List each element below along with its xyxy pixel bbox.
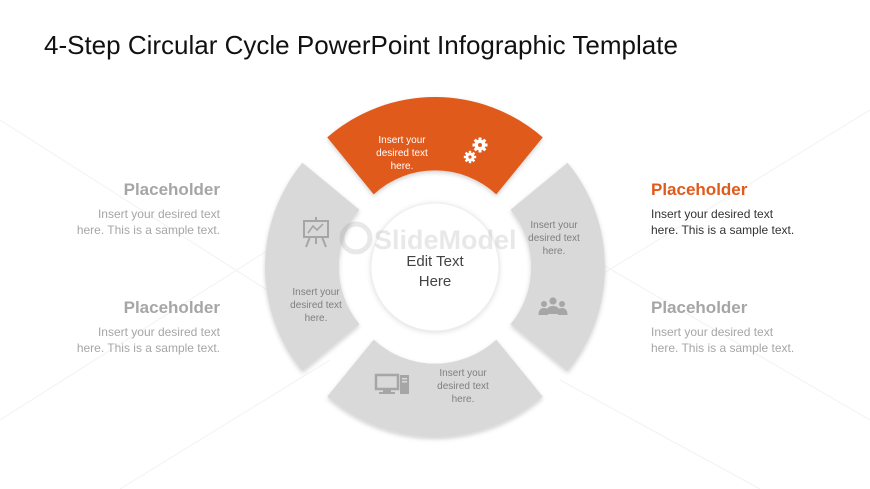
svg-text:here.: here. [391, 161, 414, 172]
placeholder-body: Insert your desired text here. This is a… [651, 324, 870, 356]
placeholder-body-line: Insert your desired text [651, 325, 774, 339]
center-circle[interactable] [371, 203, 499, 331]
team-icon [538, 297, 568, 315]
watermark: SlideModel [339, 221, 517, 255]
placeholder-body-line: Insert your desired text [97, 325, 220, 339]
svg-text:desired text: desired text [290, 300, 342, 311]
segment-right-text: Insert your desired text here. [528, 220, 580, 257]
placeholder-body: Insert your desired text here. This is a… [0, 206, 220, 238]
placeholder-body-line: here. This is a sample text. [76, 223, 220, 237]
center-ring [370, 202, 500, 332]
placeholder-body: Insert your desired text here. This is a… [0, 324, 220, 356]
placeholder-body-line: here. This is a sample text. [76, 341, 220, 355]
presentation-icon [303, 217, 329, 248]
placeholder-left-bottom[interactable]: Placeholder Insert your desired text her… [0, 298, 220, 356]
segment-bottom[interactable] [327, 339, 543, 437]
segment-left-text: Insert your desired text here. [290, 287, 342, 324]
segment-bottom-text: Insert your desired text here. [437, 368, 489, 405]
segment-top[interactable] [327, 97, 543, 195]
segment-right[interactable] [510, 162, 605, 372]
page-title: 4-Step Circular Cycle PowerPoint Infogra… [44, 30, 678, 60]
center-text-line2: Here [419, 273, 452, 290]
placeholder-right-bottom[interactable]: Placeholder Insert your desired text her… [651, 298, 870, 356]
placeholder-body-line: here. This is a sample text. [651, 223, 795, 237]
svg-text:desired text: desired text [528, 233, 580, 244]
svg-text:Insert your: Insert your [439, 368, 487, 379]
desktop-pc-icon [374, 373, 409, 394]
placeholder-body-line: Insert your desired text [651, 207, 774, 221]
segment-left[interactable] [265, 162, 360, 372]
placeholder-body: Insert your desired text here. This is a… [651, 206, 870, 238]
gears-icon [463, 137, 488, 164]
placeholder-left-top[interactable]: Placeholder Insert your desired text her… [0, 180, 220, 238]
svg-text:desired text: desired text [376, 148, 428, 159]
placeholder-right-top[interactable]: Placeholder Insert your desired text her… [651, 180, 870, 238]
svg-text:Insert your: Insert your [292, 287, 340, 298]
placeholder-body-line: here. This is a sample text. [651, 341, 795, 355]
center-text-line1: Edit Text [406, 253, 464, 270]
segment-top-text: Insert your desired text here. [376, 135, 428, 172]
svg-text:here.: here. [543, 246, 566, 257]
svg-text:here.: here. [452, 394, 475, 405]
placeholder-heading: Placeholder [123, 298, 220, 317]
svg-text:Insert your: Insert your [530, 220, 578, 231]
placeholder-heading: Placeholder [123, 180, 220, 199]
placeholder-heading: Placeholder [651, 298, 748, 317]
placeholder-body-line: Insert your desired text [97, 207, 220, 221]
placeholder-heading: Placeholder [651, 180, 748, 199]
svg-text:SlideModel: SlideModel [374, 225, 517, 255]
svg-text:Insert your: Insert your [378, 135, 426, 146]
svg-text:here.: here. [305, 313, 328, 324]
svg-text:desired text: desired text [437, 381, 489, 392]
